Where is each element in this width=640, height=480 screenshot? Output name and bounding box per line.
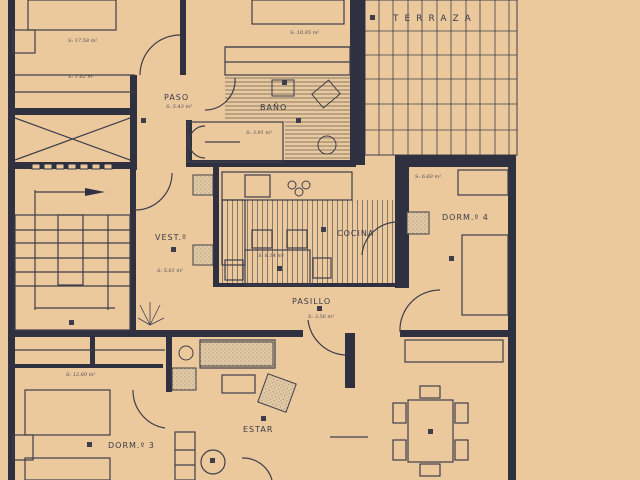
stair-arrow-icon xyxy=(85,188,105,196)
bath-fixtures xyxy=(178,79,341,361)
area-paso: S: 5.43 m² xyxy=(166,104,193,110)
area-dorm-top-left: S: 17.58 m² xyxy=(68,38,98,44)
room-label-dorm3: DORM.º 3 xyxy=(108,441,155,450)
area-cocina: S: 8.14 m² xyxy=(258,253,285,259)
room-label-dorm4: DORM.º 4 xyxy=(442,213,489,222)
ceiling-light-markers xyxy=(69,15,454,463)
bano-floor-hatch xyxy=(225,77,350,122)
area-dorm4: S: 6.60 m² xyxy=(415,174,442,180)
area-pasillo: S: 3.56 m² xyxy=(308,314,335,320)
area-closet-top-left: S: 1.62 m² xyxy=(68,74,95,80)
plant-icon xyxy=(137,302,165,326)
terraza-tiles xyxy=(364,0,518,156)
room-label-cocina: COCINA xyxy=(337,229,375,238)
dotted-furniture xyxy=(171,174,430,413)
room-label-bano: BAÑO xyxy=(260,103,288,112)
area-dorm-top-center: S: 10.95 m² xyxy=(290,30,320,36)
room-label-paso: PASO xyxy=(164,93,190,102)
area-dorm3: S: 12.80 m² xyxy=(66,372,96,378)
cocina-floor-hatch xyxy=(222,200,402,285)
room-label-pasillo: PASILLO xyxy=(292,297,332,306)
area-bano: S: 3.91 m² xyxy=(246,130,273,136)
room-label-estar: ESTAR xyxy=(243,425,274,434)
furniture-lines xyxy=(12,0,509,480)
room-label-terraza: TERRAZA xyxy=(393,14,477,24)
room-label-vestibulo: VEST.º xyxy=(155,233,187,242)
area-vestibulo: S: 5.61 m² xyxy=(157,268,184,274)
